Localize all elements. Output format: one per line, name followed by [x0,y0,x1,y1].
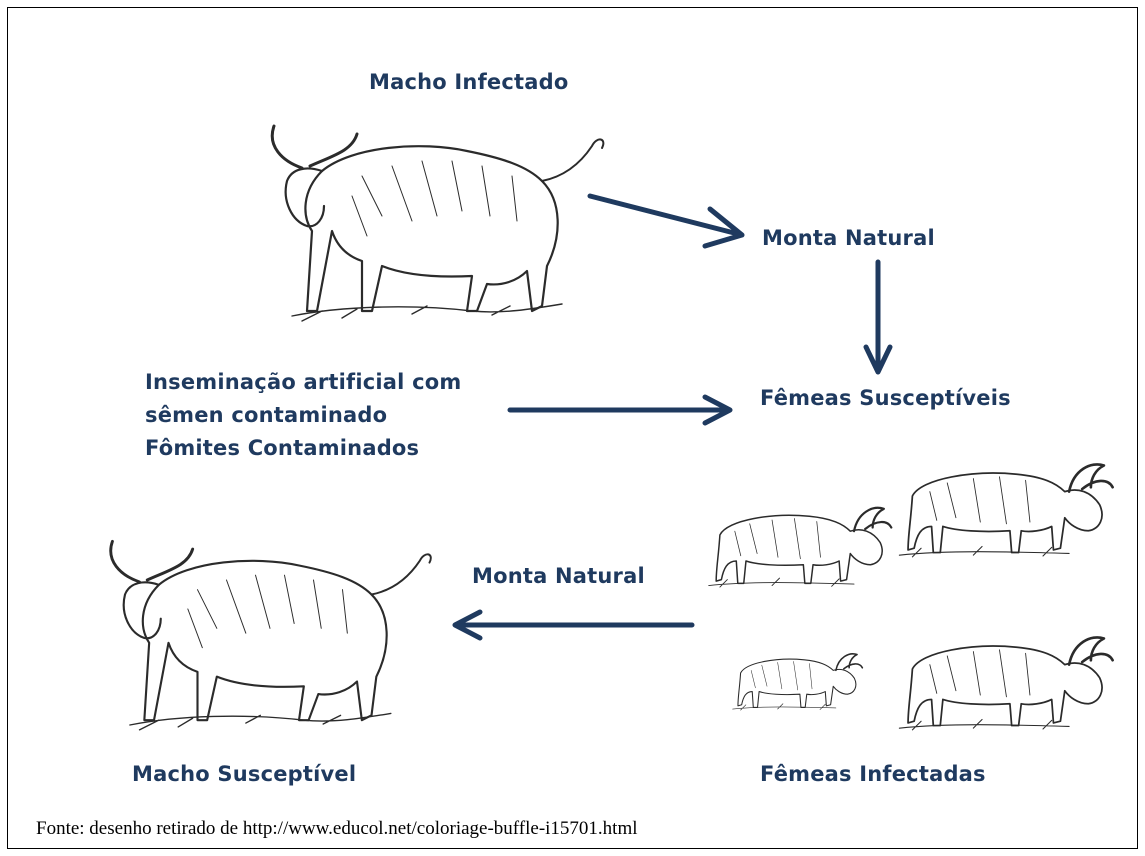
source-caption: Fonte: desenho retirado de http://www.ed… [36,818,638,840]
arrow-infected-male-to-natural-mating [590,196,742,246]
arrow-insemination-to-susceptible-females [510,397,730,423]
arrow-natural-mating-to-susceptible-females [866,262,890,372]
arrow-infected-females-to-susceptible-male [455,612,692,638]
